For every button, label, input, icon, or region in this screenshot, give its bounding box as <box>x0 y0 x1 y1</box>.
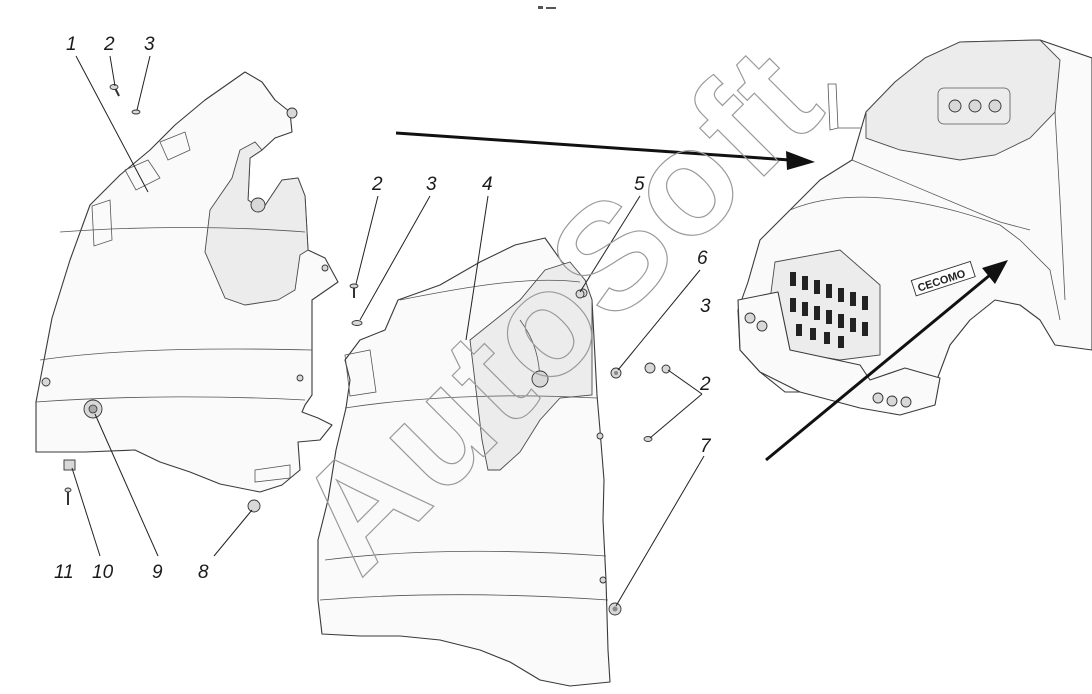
callout-3: 3 <box>426 174 437 195</box>
part-5-clip <box>575 289 585 299</box>
leader-lines <box>71 55 705 607</box>
part-2-screw-a <box>109 84 120 97</box>
part-3-washer-a <box>131 109 141 115</box>
callout-1: 1 <box>66 34 77 55</box>
callout-2: 2 <box>103 34 115 55</box>
part-1-inner-liner <box>35 71 339 493</box>
callout-4: 4 <box>482 174 493 195</box>
callout-labels: 1 2 3 2 3 4 5 6 3 2 7 8 9 10 11 <box>54 34 712 583</box>
part-2-screw-c <box>643 364 671 442</box>
grille-slots <box>790 272 868 348</box>
callout-8: 8 <box>198 562 209 583</box>
callout-6: 6 <box>697 248 708 269</box>
truck-cab: CECOMO <box>737 39 1092 416</box>
top-mark <box>538 6 556 9</box>
callout-3: 3 <box>700 296 711 317</box>
part-8-grommet <box>247 499 261 513</box>
arrow-bottom <box>765 260 1008 462</box>
callout-2: 2 <box>699 374 711 395</box>
part-10-clip <box>63 459 76 471</box>
callout-11: 11 <box>54 562 74 583</box>
part-4-fender <box>317 237 611 687</box>
callout-10: 10 <box>92 562 114 583</box>
part-6-nut <box>610 367 622 379</box>
part-3-washer-b <box>351 320 363 326</box>
part-9-grommet <box>83 399 103 419</box>
callout-2: 2 <box>371 174 383 195</box>
callout-5: 5 <box>634 174 645 195</box>
callout-7: 7 <box>700 436 712 457</box>
arrow-top <box>395 131 815 170</box>
callout-3: 3 <box>144 34 155 55</box>
part-3-washer-c <box>644 362 656 374</box>
part-7-nut <box>608 602 622 616</box>
callout-9: 9 <box>152 562 163 583</box>
part-2-screw-b <box>349 283 359 298</box>
part-11-bolt <box>64 487 72 505</box>
